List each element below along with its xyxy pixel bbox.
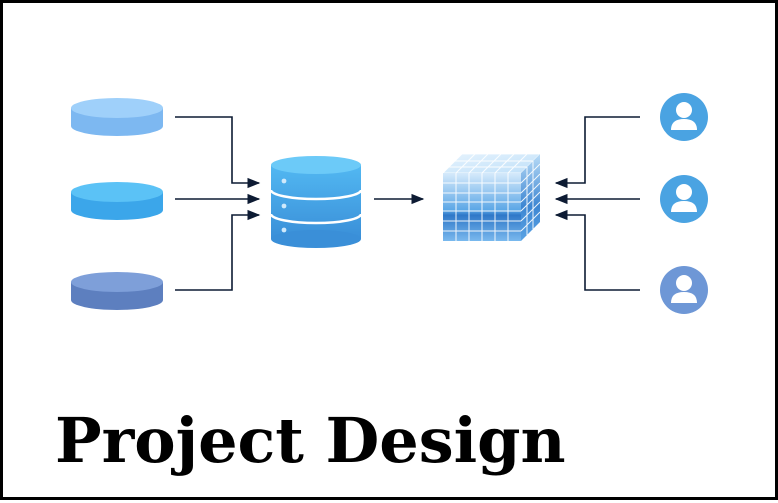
- user-2: [660, 175, 708, 223]
- page-title: Project Design: [55, 404, 566, 477]
- connector-user-1: [554, 116, 640, 189]
- data-cube-icon: [442, 153, 541, 241]
- database-disk-icon: [71, 272, 163, 310]
- user-3: [660, 266, 708, 314]
- data-cube: [442, 153, 541, 241]
- user-icon: [660, 266, 708, 314]
- data-flow-diagram: [71, 93, 708, 314]
- connector-source-1: [175, 116, 261, 189]
- user-icon: [660, 93, 708, 141]
- database-disk-icon: [71, 98, 163, 136]
- connector-source-3: [175, 209, 261, 291]
- source-connectors: [175, 116, 261, 291]
- source-database-3: [71, 272, 163, 310]
- database-disk-icon: [71, 182, 163, 220]
- user-connectors: [554, 116, 640, 291]
- data-warehouse: [269, 156, 363, 248]
- user-icon: [660, 175, 708, 223]
- database-stack-icon: [269, 156, 363, 248]
- source-database-1: [71, 98, 163, 136]
- connector-user-3: [554, 209, 640, 291]
- source-database-2: [71, 182, 163, 220]
- user-1: [660, 93, 708, 141]
